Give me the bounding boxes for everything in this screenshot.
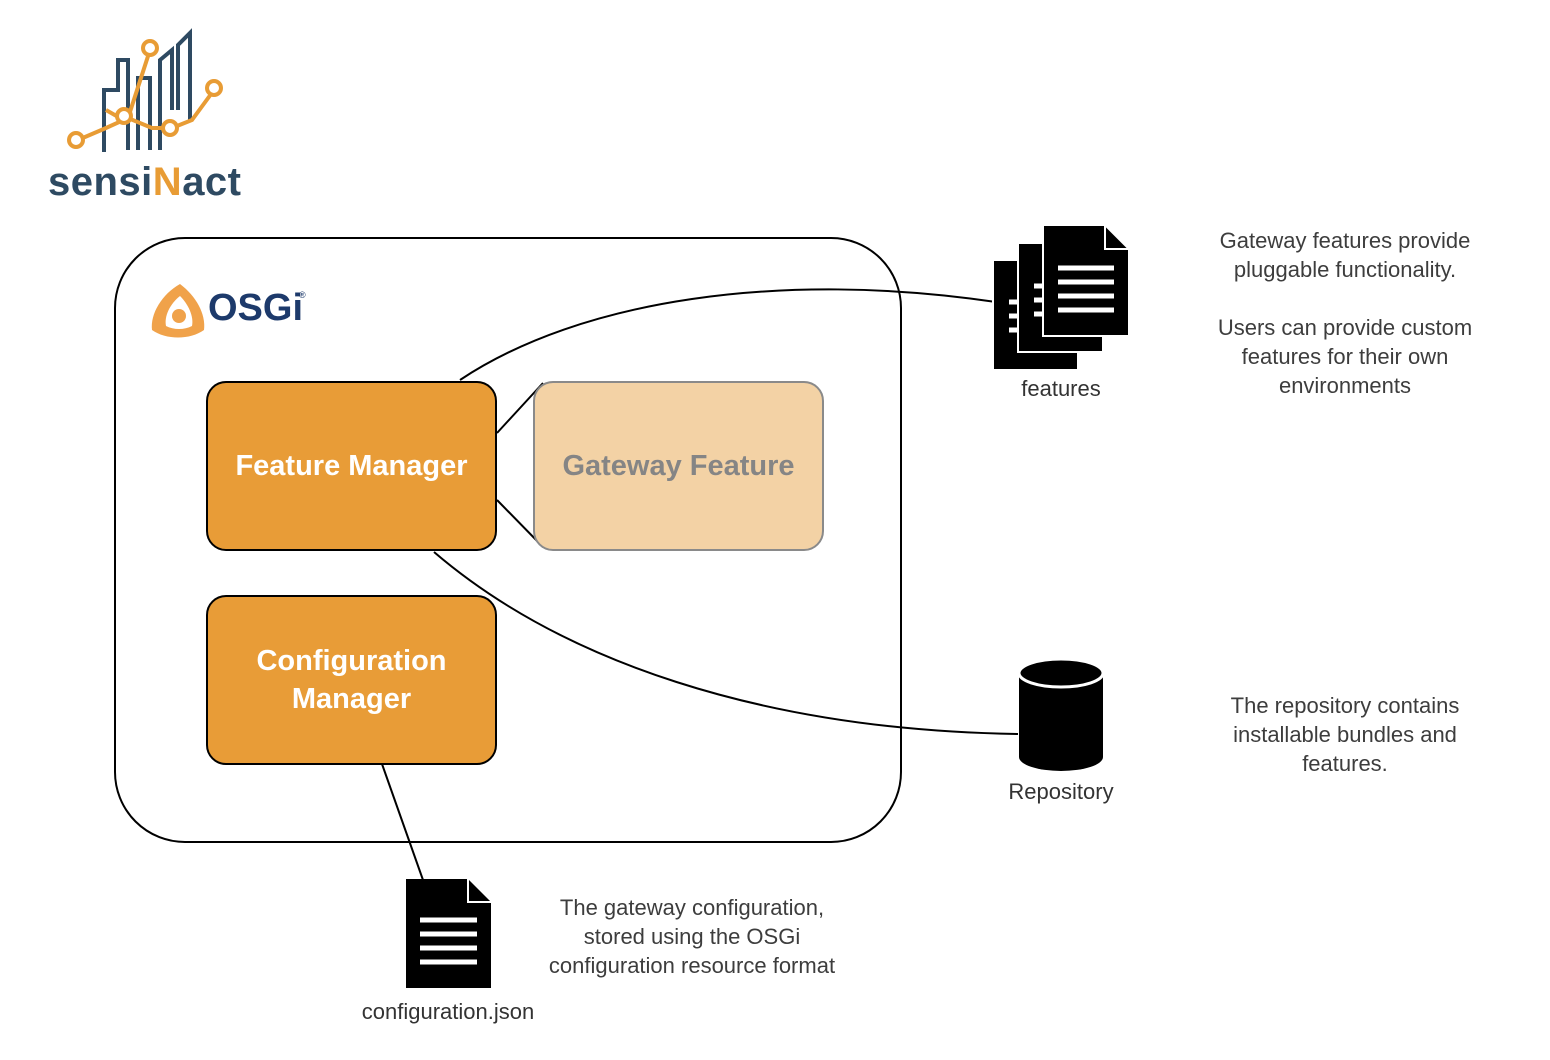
osgi-logo-icon (151, 284, 205, 338)
brand-suffix: act (182, 160, 242, 204)
osgi-registered-mark: ® (299, 290, 306, 300)
osgi-wordmark: OSGi (208, 287, 304, 329)
configuration-note-line3: configuration resource format (548, 953, 836, 978)
configuration-manager-box[interactable]: Configuration Manager (206, 595, 497, 765)
brand-prefix: sensi (48, 160, 153, 204)
configuration-file-icon (406, 879, 491, 988)
repository-database-icon (1017, 657, 1105, 771)
configuration-json-label: configuration.json (361, 999, 535, 1024)
configuration-note-line1: The gateway configuration, (559, 895, 825, 920)
repository-label: Repository (1008, 779, 1114, 804)
repository-note-line3: features. (1302, 751, 1388, 776)
sensinact-logo-icon (67, 28, 223, 152)
features-note-line5: environments (1278, 373, 1412, 398)
repository-note: The repository contains installable bund… (1175, 691, 1515, 778)
connector-feature-manager-to-features (459, 288, 997, 381)
osgi-container (114, 237, 902, 843)
connector-feature-manager-to-repository (433, 551, 1019, 735)
brand-accent: N (152, 160, 183, 204)
features-label: features (1021, 376, 1101, 401)
configuration-note-line2: stored using the OSGi (583, 924, 801, 949)
gateway-feature-box[interactable]: Gateway Feature (533, 381, 824, 551)
connector-configuration-manager-to-file (381, 763, 424, 881)
features-note-line2: pluggable functionality. (1233, 257, 1457, 282)
feature-manager-box[interactable]: Feature Manager (206, 381, 497, 551)
configuration-note: The gateway configuration, stored using … (512, 893, 872, 980)
configuration-manager-label-line1: Configuration (256, 645, 447, 677)
features-note-line4: features for their own (1241, 344, 1449, 369)
feature-manager-label: Feature Manager (235, 450, 468, 482)
features-note: Gateway features provide pluggable funct… (1175, 226, 1515, 400)
features-note-line3: Users can provide custom (1217, 315, 1473, 340)
features-documents-icon (992, 224, 1130, 371)
features-note-line1: Gateway features provide (1219, 228, 1471, 253)
configuration-manager-label-line2: Manager (291, 683, 412, 715)
repository-note-line1: The repository contains (1230, 693, 1460, 718)
sensinact-wordmark: sensiNact (48, 160, 242, 205)
repository-note-line2: installable bundles and (1233, 722, 1457, 747)
gateway-feature-label: Gateway Feature (562, 450, 795, 482)
